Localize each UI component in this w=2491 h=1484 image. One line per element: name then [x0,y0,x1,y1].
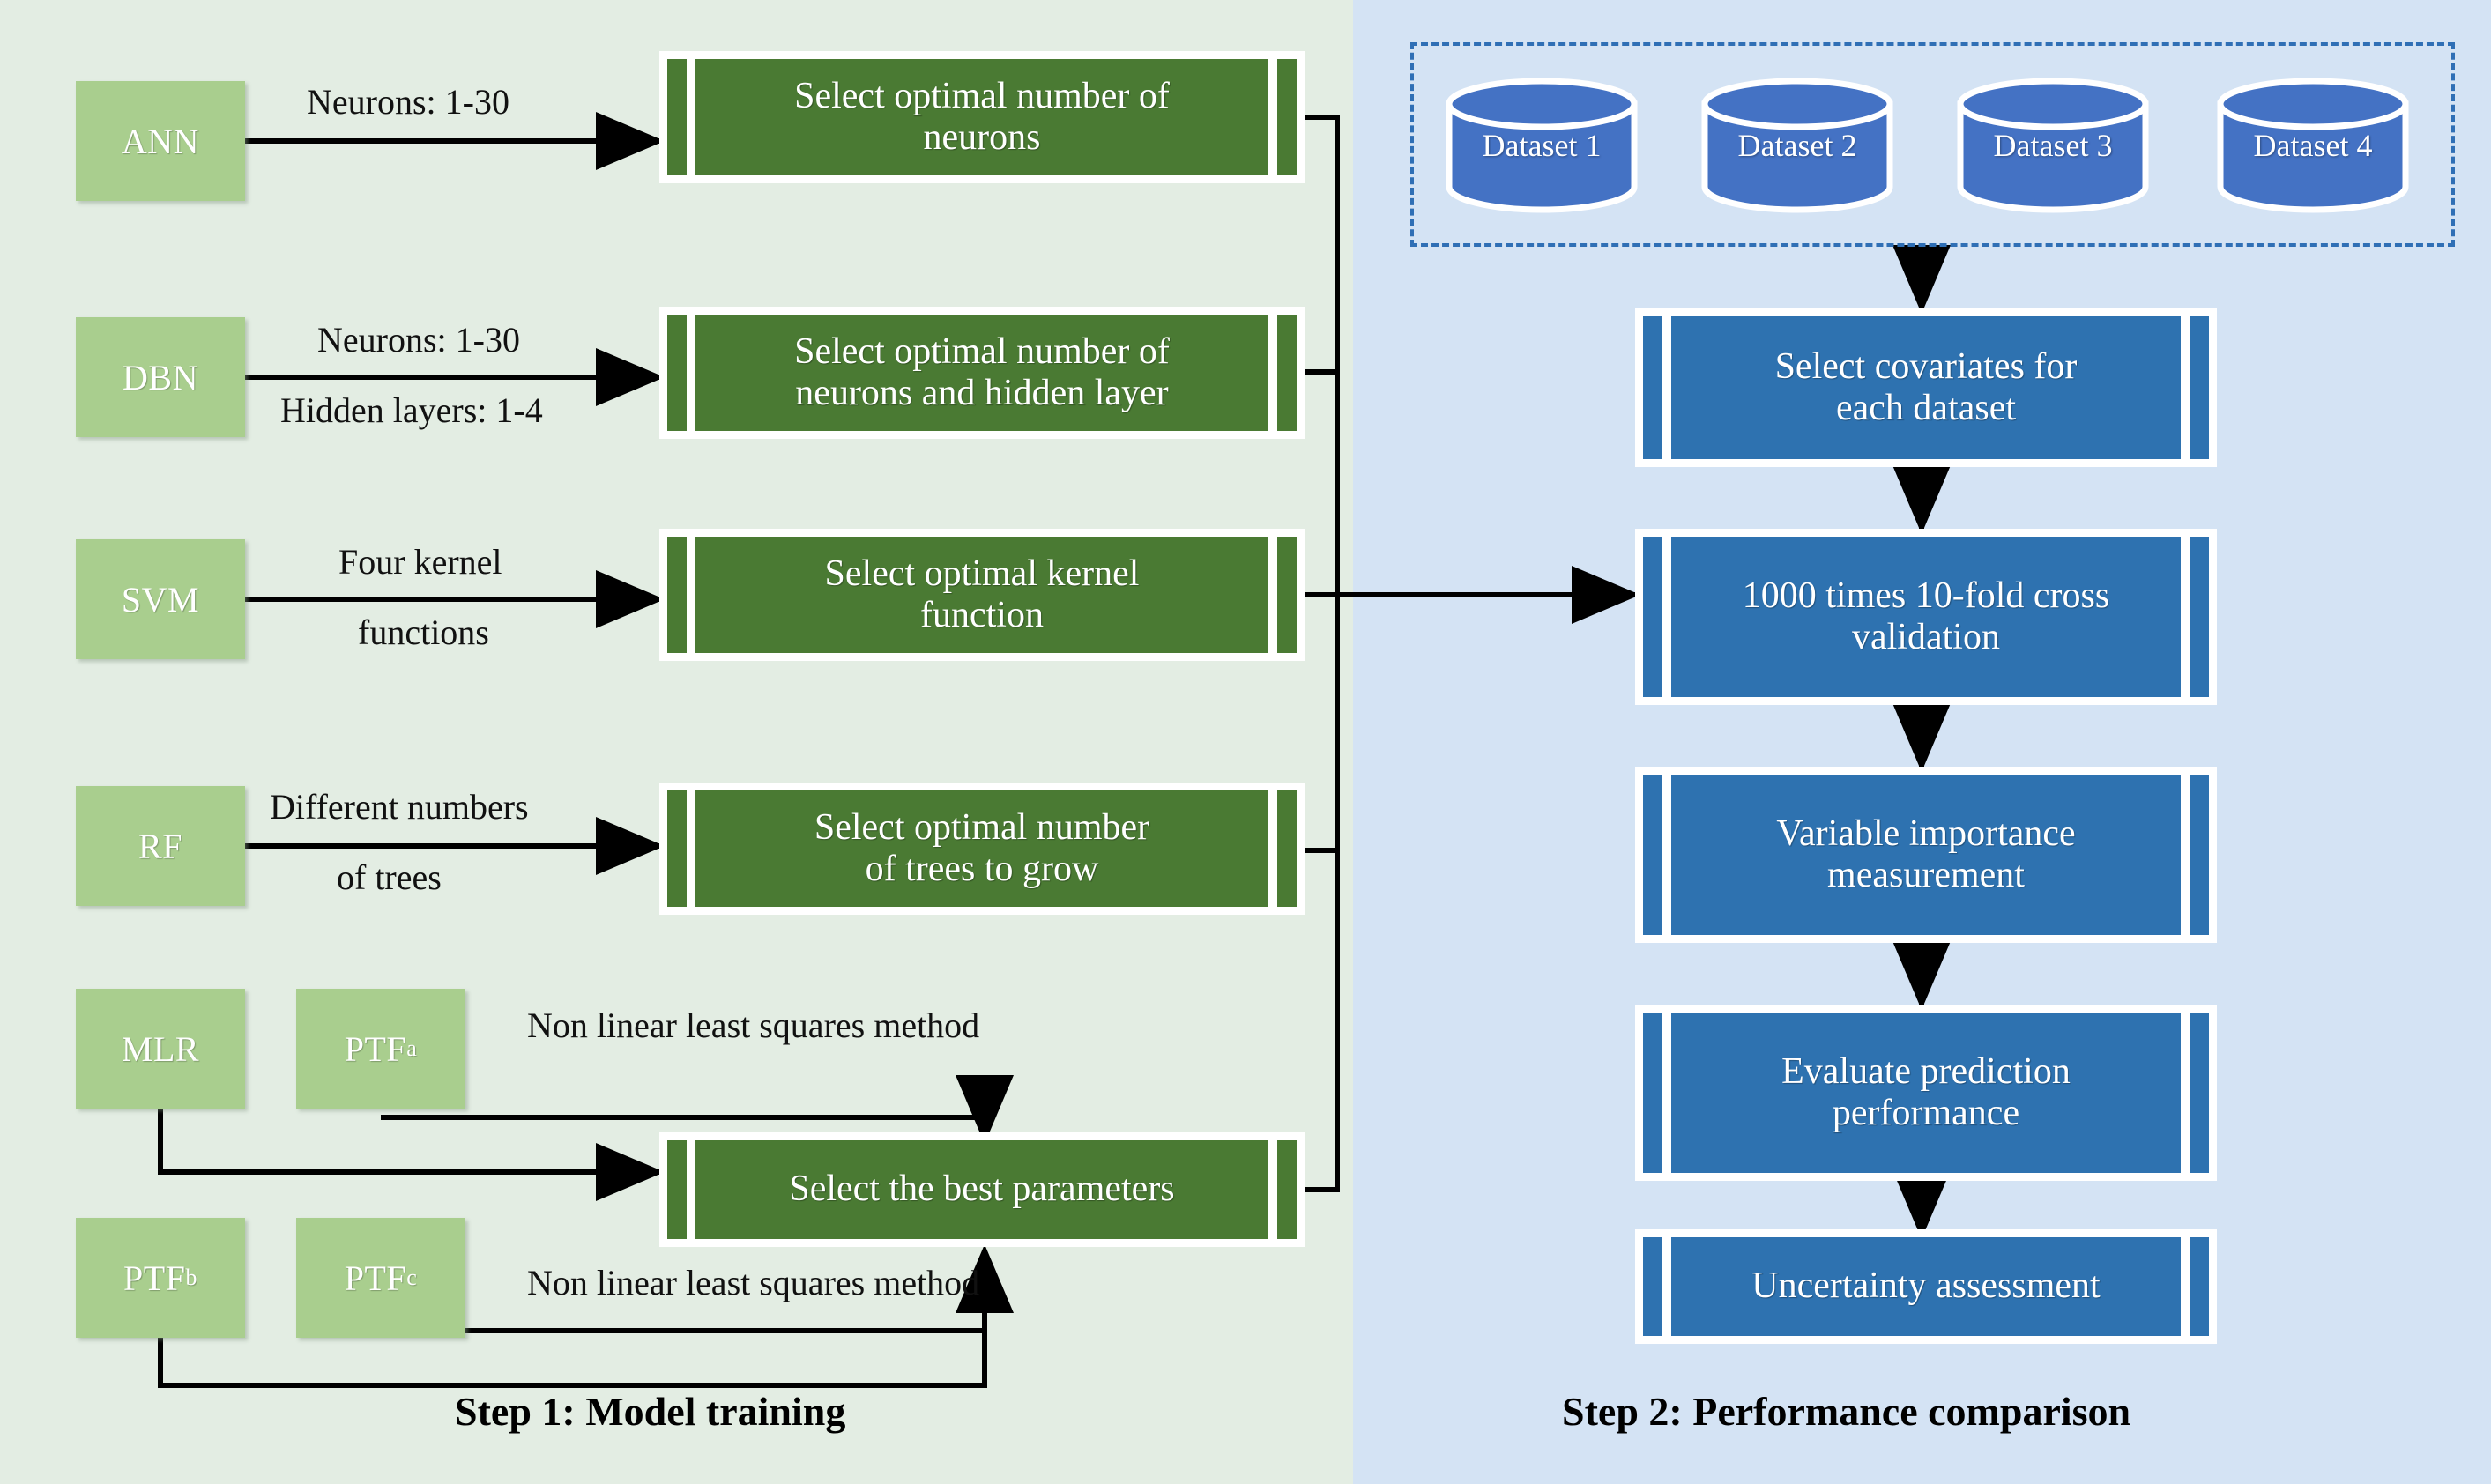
model-chip-mlr[interactable]: MLR [76,989,245,1109]
accent-bar-left [667,59,687,175]
process-box-best-params[interactable]: Select the best parameters [659,1132,1305,1247]
dataset-cylinder-3-label: Dataset 3 [1993,128,2113,163]
process-box-opt-neurons-layers-text: Select optimal number of neurons and hid… [695,315,1268,431]
edge-label-dbn-hidden: Hidden layers: 1-4 [280,390,543,430]
model-chip-rf-label: RF [138,826,182,866]
accent-bar-right [2190,775,2209,935]
model-chip-ptfc-subscript: c [406,1265,418,1290]
process-box-opt-neurons[interactable]: Select optimal number of neurons [659,51,1305,183]
model-chip-rf[interactable]: RF [76,786,245,906]
step2-caption: Step 2: Performance comparison [1562,1389,2131,1434]
edge-label-ann-neurons: Neurons: 1-30 [307,82,509,122]
accent-bar-right [1277,315,1297,431]
line1: 1000 times 10-fold cross [1742,575,2110,616]
line2: validation [1852,617,2000,657]
process-box-opt-kernel[interactable]: Select optimal kernel function [659,529,1305,661]
process-box-best-params-text: Select the best parameters [695,1140,1268,1239]
model-chip-mlr-label: MLR [121,1028,200,1069]
edge-label-dbn-neurons: Neurons: 1-30 [317,320,520,360]
model-chip-ann[interactable]: ANN [76,81,245,201]
process-box-evaluate-prediction[interactable]: Evaluate prediction performance [1635,1005,2217,1181]
line1: Select optimal kernel [824,553,1140,594]
accent-bar-left [667,537,687,653]
dataset-cylinder-4[interactable]: Dataset 4 [2217,78,2409,213]
dataset-cylinder-4-label: Dataset 4 [2253,128,2373,163]
accent-bar-left [1643,1237,1662,1336]
edge-label-svm-kernel-line1: Four kernel [338,542,502,582]
line2: function [920,595,1044,635]
line1: Evaluate prediction [1781,1050,2071,1092]
edge-label-nlls-top: Non linear least squares method [527,1005,980,1045]
process-box-select-covariates[interactable]: Select covariates for each dataset [1635,308,2217,467]
accent-bar-left [1643,537,1662,697]
accent-bar-right [1277,790,1297,907]
cylinder-shape [1446,78,1638,213]
model-chip-ptfb-label: PTF [123,1258,186,1298]
process-box-opt-kernel-text: Select optimal kernel function [695,537,1268,653]
edge-label-rf-trees-line2: of trees [337,857,442,897]
accent-bar-left [1643,1013,1662,1173]
model-chip-ptfa-label: PTF [344,1028,407,1069]
model-chip-ann-label: ANN [121,121,200,161]
accent-bar-left [1643,316,1662,459]
process-box-variable-importance[interactable]: Variable importance measurement [1635,767,2217,943]
dataset-cylinder-1-label: Dataset 1 [1482,128,1602,163]
process-box-uncertainty[interactable]: Uncertainty assessment [1635,1229,2217,1344]
line1: Select covariates for [1774,345,2078,387]
line2: each dataset [1835,388,2017,428]
process-box-uncertainty-text: Uncertainty assessment [1671,1237,2181,1336]
dataset-cylinder-2-label: Dataset 2 [1737,128,1857,163]
cylinder-shape [2217,78,2409,213]
accent-bar-left [667,315,687,431]
process-box-evaluate-prediction-text: Evaluate prediction performance [1671,1013,2181,1173]
line1: Select optimal number of [794,75,1170,116]
process-box-opt-trees[interactable]: Select optimal number of trees to grow [659,783,1305,915]
line1: Select optimal number of [794,330,1170,372]
process-box-select-covariates-text: Select covariates for each dataset [1671,316,2181,459]
line1: Variable importance [1776,812,2076,854]
model-chip-ptfb-subscript: b [185,1265,197,1290]
accent-bar-right [1277,1140,1297,1239]
line2: neurons [923,117,1041,158]
accent-bar-right [2190,537,2209,697]
model-chip-ptfa-subscript: a [406,1035,418,1061]
model-chip-svm-label: SVM [121,579,200,620]
model-chip-dbn-label: DBN [123,357,198,397]
process-box-cross-validation-text: 1000 times 10-fold cross validation [1671,537,2181,697]
accent-bar-right [1277,59,1297,175]
cylinder-shape [1957,78,2149,213]
model-chip-dbn[interactable]: DBN [76,317,245,437]
process-box-opt-neurons-layers[interactable]: Select optimal number of neurons and hid… [659,307,1305,439]
line2: measurement [1827,855,2025,895]
process-box-opt-trees-text: Select optimal number of trees to grow [695,790,1268,907]
cylinder-shape [1701,78,1893,213]
process-box-opt-neurons-text: Select optimal number of neurons [695,59,1268,175]
line2: performance [1832,1093,2020,1133]
accent-bar-left [667,790,687,907]
accent-bar-left [1643,775,1662,935]
dataset-cylinder-3[interactable]: Dataset 3 [1957,78,2149,213]
process-box-cross-validation[interactable]: 1000 times 10-fold cross validation [1635,529,2217,705]
edge-label-rf-trees-line1: Different numbers [270,787,529,827]
accent-bar-right [1277,537,1297,653]
process-box-variable-importance-text: Variable importance measurement [1671,775,2181,935]
model-chip-svm[interactable]: SVM [76,539,245,659]
accent-bar-left [667,1140,687,1239]
line2: of trees to grow [865,849,1099,889]
accent-bar-right [2190,316,2209,459]
edge-label-nlls-bottom: Non linear least squares method [527,1263,980,1302]
dataset-cylinder-1[interactable]: Dataset 1 [1446,78,1638,213]
dataset-cylinder-2[interactable]: Dataset 2 [1701,78,1893,213]
accent-bar-right [2190,1013,2209,1173]
edge-label-svm-kernel-line2: functions [358,612,489,652]
datasets-group [1410,42,2455,247]
accent-bar-right [2190,1237,2209,1336]
step1-caption: Step 1: Model training [455,1389,846,1434]
line2: neurons and hidden layer [795,373,1169,413]
line1: Select optimal number [814,806,1150,848]
model-chip-ptfc-label: PTF [344,1258,407,1298]
